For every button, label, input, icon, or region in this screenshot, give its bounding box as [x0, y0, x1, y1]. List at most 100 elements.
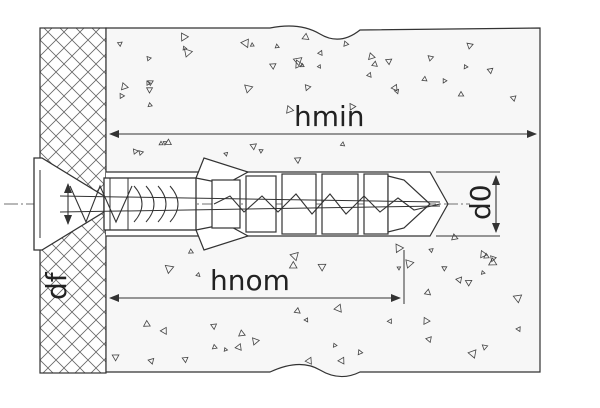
h-min-dimension: hmin: [105, 100, 541, 140]
aggregate-mark: [183, 48, 194, 58]
aggregate-mark: [317, 263, 327, 272]
aggregate-mark: [240, 38, 249, 49]
aggregate-mark: [337, 356, 345, 365]
df-label: df: [40, 271, 73, 300]
aggregate-mark: [146, 55, 152, 62]
aggregate-mark: [223, 347, 229, 352]
aggregate-mark: [164, 138, 172, 146]
aggregate-mark: [509, 95, 517, 102]
aggregate-mark: [274, 43, 280, 49]
aggregate-mark: [441, 266, 448, 272]
aggregate-mark: [286, 104, 295, 114]
h-nom-label: hnom: [210, 264, 290, 297]
wall-plug: [103, 157, 431, 251]
aggregate-mark: [343, 40, 350, 47]
df-dimension: df: [40, 183, 73, 300]
aggregate-mark: [349, 102, 357, 111]
aggregate-mark: [304, 356, 312, 365]
aggregate-mark: [386, 318, 392, 325]
aggregate-mark: [428, 248, 434, 254]
aggregate-mark: [251, 337, 261, 346]
aggregate-mark: [293, 157, 302, 165]
h-nom-dimension: hnom: [105, 250, 405, 304]
aggregate-mark: [466, 42, 474, 50]
aggregate-mark: [249, 41, 255, 47]
aggregate-mark: [195, 271, 201, 277]
aggregate-mark: [464, 279, 473, 287]
aggregate-mark: [258, 149, 264, 154]
aggregate-mark: [181, 32, 190, 42]
aggregate-mark: [390, 83, 398, 92]
aggregate-mark: [481, 344, 489, 351]
aggregate-mark: [147, 357, 155, 365]
aggregate-mark: [164, 264, 175, 275]
screw-thread: [59, 184, 441, 224]
aggregate-mark: [181, 356, 189, 364]
aggregate-mark: [316, 63, 321, 69]
d0-label: d0: [464, 184, 497, 220]
aggregate-mark: [357, 349, 364, 356]
aggregate-mark: [423, 288, 432, 296]
aggregate-mark: [316, 49, 323, 57]
aggregate-mark: [442, 78, 448, 84]
aggregate-mark: [132, 148, 140, 155]
aggregate-mark: [288, 260, 298, 269]
aggregate-mark: [293, 306, 301, 314]
aggregate-mark: [304, 84, 312, 92]
aggregate-mark: [268, 63, 277, 70]
aggregate-mark: [332, 342, 338, 348]
aggregate-mark: [333, 303, 342, 313]
aggregate-mark: [303, 317, 309, 323]
aggregate-mark: [421, 75, 428, 82]
aggregate-mark: [249, 143, 258, 151]
aggregate-mark: [371, 60, 378, 67]
aggregate-mark: [209, 323, 218, 331]
h-min-label: hmin: [294, 100, 365, 133]
aggregate-mark: [393, 88, 400, 95]
aggregate-mark: [119, 92, 126, 100]
aggregate-mark: [116, 41, 123, 48]
aggregate-mark: [339, 141, 346, 147]
aggregate-mark: [159, 326, 167, 335]
aggregate-mark: [384, 58, 393, 66]
aggregate-mark: [512, 294, 523, 304]
aggregate-mark: [289, 251, 299, 262]
d0-dimension: d0: [436, 171, 500, 237]
aggregate-mark: [425, 336, 432, 344]
aggregate-mark: [395, 243, 405, 254]
aggregate-mark: [463, 63, 469, 70]
aggregate-mark: [365, 71, 372, 78]
aggregate-mark: [120, 82, 129, 91]
aggregate-mark: [147, 101, 153, 108]
aggregate-mark: [488, 257, 498, 266]
aggregate-mark: [480, 249, 488, 259]
aggregate-mark: [368, 52, 376, 61]
aggregate-mark: [486, 67, 494, 75]
aggregate-mark: [405, 259, 415, 269]
aggregate-mark: [467, 349, 477, 359]
aggregate-mark: [182, 45, 188, 51]
aggregate-mark: [301, 32, 310, 40]
aggregate-mark: [142, 319, 151, 327]
aggregate-mark: [295, 59, 304, 69]
aggregate-mark: [396, 266, 402, 271]
aggregate-mark: [480, 269, 486, 275]
aggregate-mark: [187, 248, 195, 254]
aggregate-mark: [111, 354, 120, 362]
concrete-aggregate-marks: [111, 32, 523, 365]
aggregate-mark: [515, 326, 521, 333]
aggregate-mark: [158, 140, 164, 146]
aggregate-mark: [457, 90, 465, 97]
aggregate-mark: [146, 80, 152, 87]
aggregate-mark: [238, 329, 246, 337]
aggregate-mark: [244, 84, 254, 94]
aggregate-mark: [145, 87, 154, 94]
aggregate-mark: [427, 55, 435, 62]
aggregate-mark: [147, 80, 154, 87]
aggregate-mark: [234, 342, 242, 351]
aggregate-mark: [455, 276, 463, 284]
aggregate-mark: [223, 151, 229, 157]
aggregate-mark: [138, 150, 145, 156]
aggregate-mark: [211, 343, 218, 350]
